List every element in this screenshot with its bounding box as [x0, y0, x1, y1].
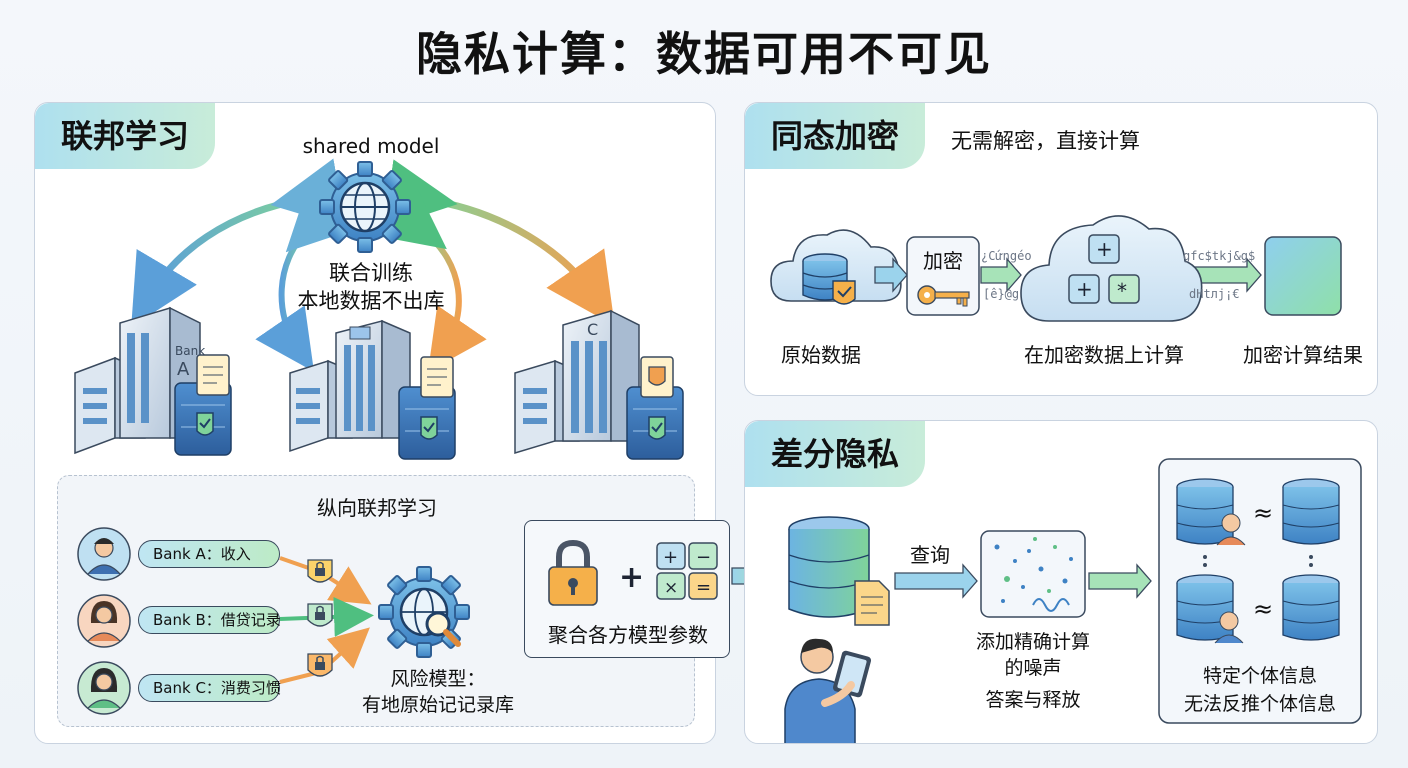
magnifier-gear-icon [378, 566, 470, 658]
encrypted-result-label: 加密计算结果 [1243, 343, 1363, 367]
vertical-item-bank-b: Bank B：借贷记录 [138, 606, 281, 634]
vertical-item-bank-a: Bank A：收入 [138, 540, 280, 568]
vertical-fl-title: 纵向联邦学习 [317, 496, 437, 520]
padlock-badge-icon-2 [307, 603, 333, 627]
stacked-database-icon-3 [1176, 574, 1244, 644]
cloud-database-icon [770, 229, 902, 305]
vertical-fl-illustration [77, 527, 470, 715]
padlock-badge-icon-3 [307, 653, 333, 677]
lock-icon [548, 539, 598, 606]
federated-learning-panel: Bank A [34, 102, 716, 744]
server-shield-icon [174, 382, 232, 456]
stacked-database-icon-2 [1282, 478, 1340, 545]
vertical-fl-box: 纵向联邦学习 [57, 475, 695, 727]
homomorphic-tag: 同态加密 [745, 103, 926, 169]
local-data-label: 本地数据不出库 [297, 289, 445, 313]
key-icon [917, 285, 970, 307]
noise-icon [980, 530, 1086, 618]
risk-model-label: 风险模型： [390, 668, 486, 690]
compute-on-encrypted-label: 在加密数据上计算 [1024, 343, 1184, 367]
release-label: 答案与释放 [985, 689, 1081, 711]
query-label: 查询 [910, 543, 950, 567]
cipher-top-right: gfc$tkj&g$ [1183, 249, 1256, 263]
document-icon-dp [854, 580, 890, 626]
server-shield-icon-c [626, 386, 684, 460]
vertical-item-bank-c: Bank C：消费习惯 [138, 674, 281, 702]
differential-tag: 差分隐私 [745, 421, 926, 487]
cipher-bottom-right: dHtлj¡€ [1189, 287, 1240, 301]
differential-privacy-panel: 差分隐私 查询 添加精确计算 的噪声 答案与释放 ≈ ≈ 特定个体信息 无法反推… [744, 420, 1378, 744]
svg-text:×: × [664, 578, 678, 598]
encrypted-result-square [1264, 236, 1342, 316]
svg-text:=: = [696, 577, 711, 598]
cipher-bottom-left: [ê}@g [983, 287, 1020, 301]
svg-text:+: + [1076, 277, 1093, 301]
noise-label-1: 添加精确计算 [975, 631, 1090, 653]
person-tablet-icon [784, 638, 872, 743]
cloud-calculator-icon: + + * [1020, 215, 1203, 322]
joint-training-label: 联合训练 [329, 261, 413, 285]
stacked-database-icon-1 [1176, 478, 1246, 546]
globe-gear-icon [319, 161, 411, 253]
document-icon-b [420, 356, 454, 398]
svg-text:+: + [663, 547, 678, 568]
approx-symbol-2: ≈ [1252, 595, 1274, 623]
document-icon [196, 354, 230, 396]
padlock-badge-icon [307, 559, 333, 583]
homomorphic-subtitle: 无需解密，直接计算 [951, 129, 1140, 153]
page-title: 隐私计算：数据可用不可见 [416, 27, 992, 81]
person-avatar-icon-2 [77, 594, 131, 648]
homomorphic-panel: + + * 同态加密 无需解密，直接计算 加密 ¿Cứngéo [ê}@g gf… [744, 102, 1378, 396]
result-label-2: 无法反推个体信息 [1183, 693, 1336, 715]
federated-illustration: Bank A [74, 158, 684, 460]
approx-symbol-1: ≈ [1252, 499, 1274, 527]
aggregate-label: 聚合各方模型参数 [548, 623, 708, 647]
shared-model-label: shared model [302, 134, 440, 158]
bank-c-sign-letter: C [587, 320, 598, 339]
person-avatar-icon-3 [77, 661, 131, 715]
result-label-1: 特定个体信息 [1202, 665, 1317, 687]
homomorphic-illustration: + + * [770, 215, 1342, 322]
svg-text:+: + [1096, 237, 1113, 261]
bank-b-building-icon [289, 319, 411, 453]
bank-c-building-icon: C [514, 309, 640, 455]
server-shield-icon-b [398, 386, 456, 460]
encrypt-box [906, 236, 980, 316]
person-avatar-icon [77, 527, 131, 581]
encrypt-label: 加密 [923, 249, 963, 273]
document-shield-icon-c [640, 356, 674, 398]
cipher-top-left: ¿Cứngéo [981, 249, 1032, 263]
database-icon [788, 516, 870, 618]
aggregate-box: + + − × = 聚合各方模型参数 [524, 520, 730, 658]
svg-text:−: − [696, 547, 711, 568]
raw-record-label: 有地原始记记录库 [361, 694, 514, 716]
federated-tag: 联邦学习 [35, 103, 216, 169]
svg-text:*: * [1117, 279, 1127, 303]
differential-illustration [784, 458, 1362, 743]
raw-data-label: 原始数据 [781, 343, 861, 367]
bank-a-sign-letter: A [177, 359, 190, 380]
calculator-icon: + − × = [656, 542, 718, 600]
svg-text:+: + [619, 560, 644, 595]
noise-label-2: 的噪声 [1004, 657, 1062, 679]
bank-a-sign-text: Bank [175, 344, 205, 358]
stacked-database-icon-4 [1282, 574, 1340, 641]
aggregate-illustration: + + − × = [548, 539, 718, 606]
